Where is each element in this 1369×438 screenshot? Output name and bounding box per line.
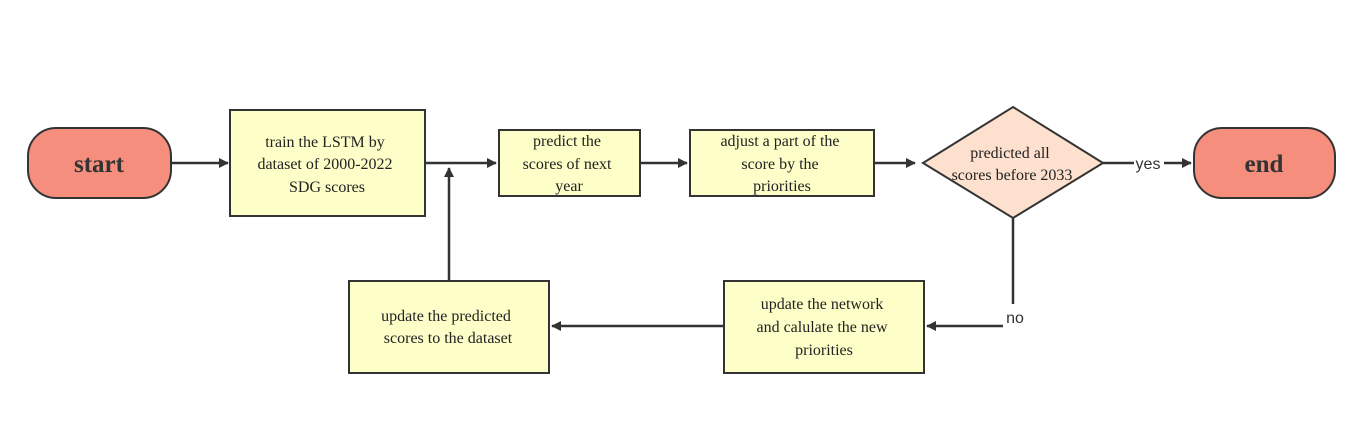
edge-label-yes: yes: [1136, 156, 1161, 173]
update-dataset-node: update the predicted scores to the datas…: [348, 280, 550, 374]
end-label: end: [1245, 151, 1284, 178]
train-node: train the LSTM by dataset of 2000-2022 S…: [229, 109, 426, 217]
predict-label: predict the scores of next year: [523, 133, 616, 195]
start-node: start: [27, 127, 172, 199]
adjust-node: adjust a part of the score by the priori…: [689, 129, 875, 197]
train-label: train the LSTM by dataset of 2000-2022 S…: [257, 134, 396, 196]
edge-label-no: no: [1006, 310, 1024, 327]
end-node: end: [1193, 127, 1336, 199]
predict-node: predict the scores of next year: [498, 129, 641, 197]
start-label: start: [74, 151, 125, 178]
decision-label: predicted all scores before 2033: [952, 145, 1073, 184]
update-network-label: update the network and calulate the new …: [756, 296, 891, 359]
decision-node: predicted all scores before 2033: [921, 105, 1105, 220]
adjust-label: adjust a part of the score by the priori…: [720, 133, 843, 195]
update-dataset-label: update the predicted scores to the datas…: [381, 308, 515, 347]
update-network-node: update the network and calulate the new …: [723, 280, 925, 374]
